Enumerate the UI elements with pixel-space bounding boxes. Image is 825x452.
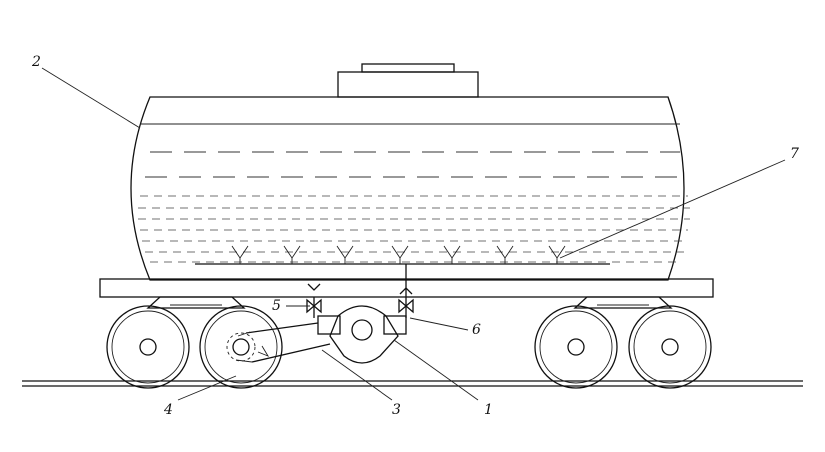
right-bogie-frame [573,296,673,309]
wheel-left-2 [199,305,283,389]
callout-1: 1 [484,402,493,418]
wheel-right-1 [534,305,618,389]
tank-body [130,96,685,281]
suction-pipe [300,283,322,318]
pump [317,305,407,364]
callout-6: 6 [472,322,481,338]
callout-3: 3 [392,402,401,418]
callout-7: 7 [790,146,799,162]
drive-linkage [235,322,331,363]
valve-5 [306,298,322,314]
rail [22,380,803,387]
wheel-right-2 [628,305,712,389]
tank-dome [337,63,479,98]
callout-5: 5 [272,298,281,314]
callout-2: 2 [31,54,41,70]
valve-6 [398,298,414,314]
left-bogie-frame [146,296,246,309]
delivery-pipe [398,264,414,318]
leader-lines [41,67,786,401]
wheel-left-1 [106,305,190,389]
liquid-level-lines [138,151,690,263]
spray-nozzles [231,245,566,264]
callout-4: 4 [163,402,173,418]
